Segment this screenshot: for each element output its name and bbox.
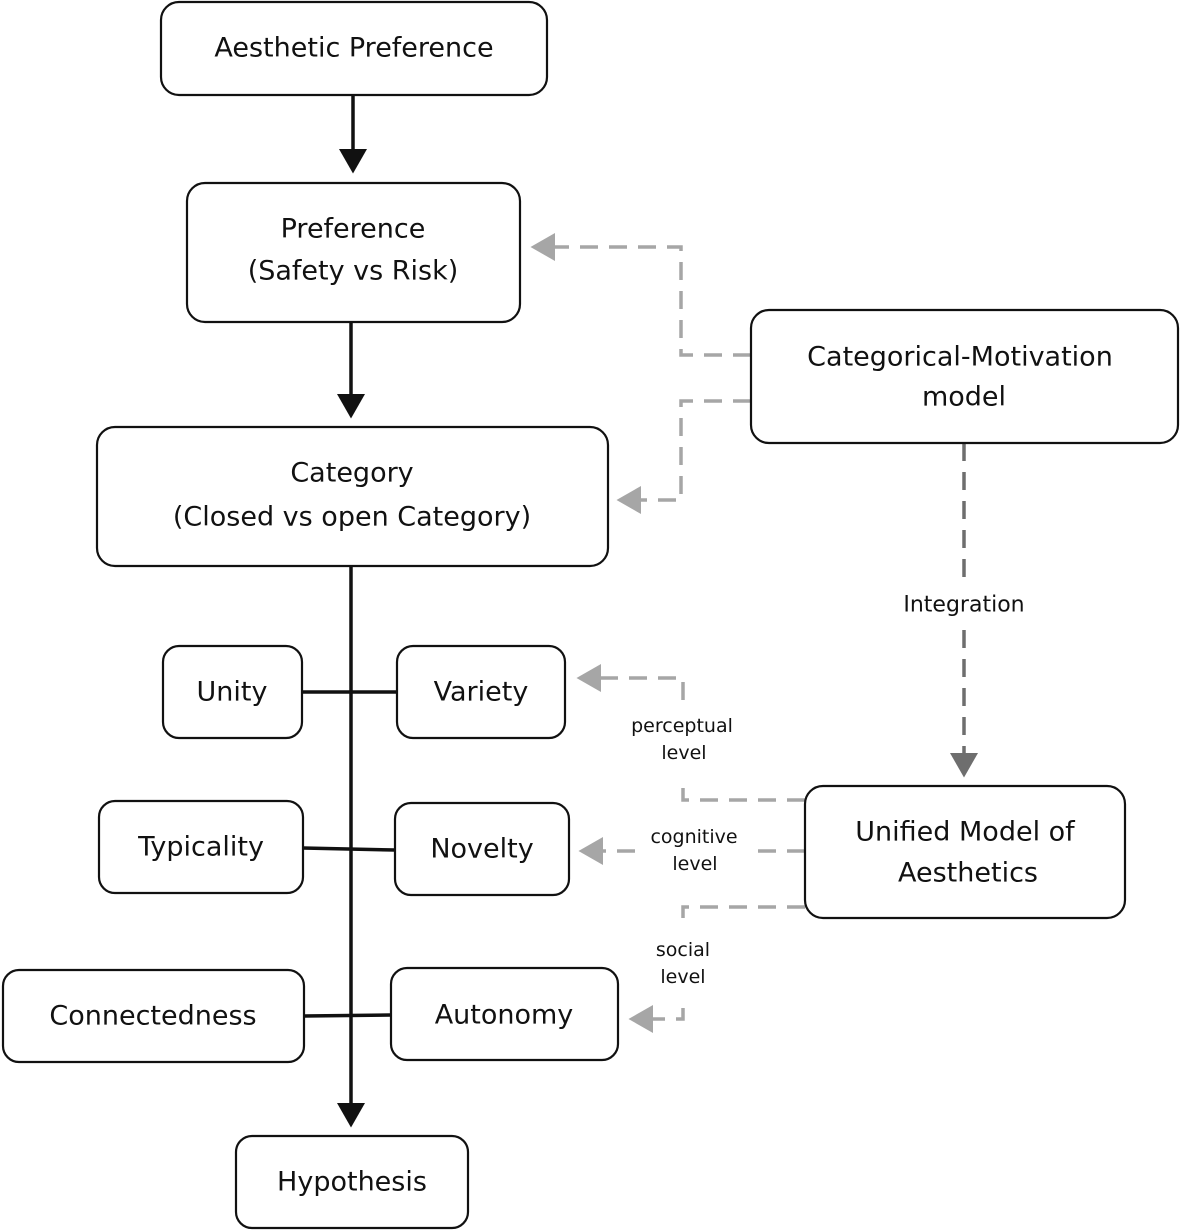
- edge-label-social: social level: [656, 939, 710, 988]
- node-label: Hypothesis: [277, 1167, 427, 1198]
- perceptual-label-line2: level: [661, 742, 706, 764]
- node-label-line1: Category: [290, 458, 413, 489]
- node-label: Aesthetic Preference: [214, 33, 493, 64]
- edge-unified-to-variety-upper: [576, 664, 685, 700]
- connector-typicality-novelty: [302, 846, 396, 852]
- edge-label-cognitive: cognitive level: [650, 826, 737, 875]
- edges-solid: [302, 95, 397, 1128]
- node-aesthetic-preference: Aesthetic Preference: [159, 0, 549, 97]
- node-label-line2: Aesthetics: [898, 858, 1038, 889]
- perceptual-label-line1: perceptual: [631, 715, 733, 737]
- edge-unified-to-autonomy-lower: [628, 1005, 685, 1033]
- social-label-line2: level: [660, 966, 705, 988]
- node-label-line1: Unified Model of: [855, 817, 1076, 848]
- node-category: Category (Closed vs open Category): [95, 425, 610, 568]
- connector-connectedness-autonomy: [303, 1013, 392, 1018]
- node-label-line2: model: [922, 382, 1006, 413]
- node-label: Connectedness: [49, 1001, 256, 1032]
- cognitive-label-line2: level: [672, 853, 717, 875]
- edge-label-integration: Integration: [903, 593, 1024, 618]
- node-label: Autonomy: [435, 1000, 574, 1031]
- node-preference: Preference (Safety vs Risk): [185, 181, 522, 324]
- node-label: Novelty: [430, 834, 533, 865]
- node-typicality: Typicality: [97, 799, 305, 895]
- node-label: Variety: [434, 677, 529, 708]
- node-categorical-motivation-model: Categorical-Motivation model: [749, 308, 1180, 445]
- node-label-line2: (Safety vs Risk): [248, 256, 459, 287]
- edges-dashed: [530, 233, 978, 1033]
- social-label-line1: social: [656, 939, 710, 961]
- node-variety: Variety: [395, 644, 567, 740]
- edge-unified-to-variety-lower: [681, 780, 805, 802]
- node-novelty: Novelty: [393, 801, 571, 897]
- node-label-line1: Categorical-Motivation: [807, 342, 1113, 373]
- edge-label-perceptual: perceptual level: [631, 715, 733, 764]
- node-unified-model-of-aesthetics: Unified Model of Aesthetics: [803, 784, 1127, 920]
- node-label: Typicality: [137, 832, 264, 863]
- node-connectedness: Connectedness: [1, 968, 306, 1064]
- integration-label: Integration: [903, 593, 1024, 618]
- edge-catmot-to-preference: [530, 233, 751, 357]
- node-autonomy: Autonomy: [389, 966, 620, 1062]
- node-label: Unity: [197, 677, 268, 708]
- edge-catmot-to-category: [616, 399, 751, 514]
- node-label-line2: (Closed vs open Category): [173, 502, 531, 533]
- cognitive-label-line1: cognitive: [650, 826, 737, 848]
- edge-unified-to-autonomy-upper: [681, 905, 805, 918]
- node-label-line1: Preference: [281, 214, 426, 245]
- node-unity: Unity: [161, 644, 304, 740]
- node-hypothesis: Hypothesis: [234, 1134, 470, 1230]
